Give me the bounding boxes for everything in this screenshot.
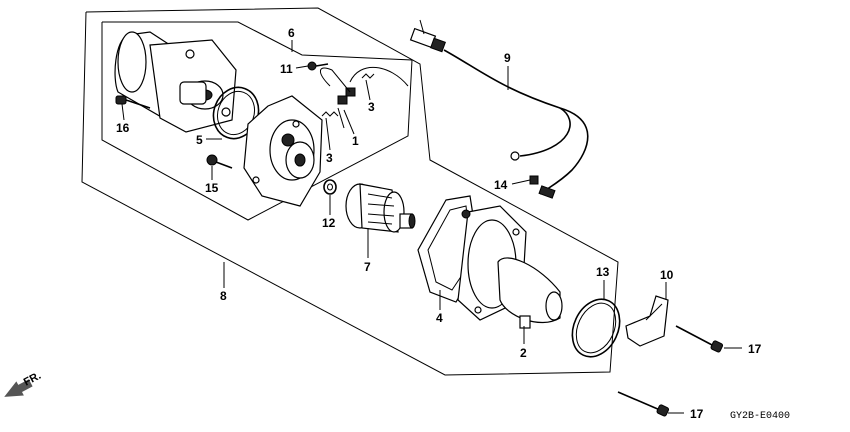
washer-12 xyxy=(323,179,337,195)
callout-17a: 17 xyxy=(748,342,762,356)
subassembly-outline-6 xyxy=(101,21,413,221)
callout-12: 12 xyxy=(322,216,336,230)
leader-lines xyxy=(121,40,742,414)
bolt-17-upper xyxy=(675,325,724,353)
callout-4: 4 xyxy=(436,311,443,325)
callout-5: 5 xyxy=(196,133,203,147)
callout-8: 8 xyxy=(220,289,227,303)
callout-3a: 3 xyxy=(326,151,333,165)
screw-15 xyxy=(206,154,233,169)
callout-7: 7 xyxy=(364,260,371,274)
callout-14: 14 xyxy=(494,178,508,192)
callout-13: 13 xyxy=(596,265,610,279)
bolt-17-lower xyxy=(617,391,670,417)
pinion-housing-2 xyxy=(497,257,563,329)
front-cover xyxy=(243,95,323,207)
callout-10: 10 xyxy=(660,268,674,282)
diagram-code: GY2B-E0400 xyxy=(730,411,790,422)
callout-16: 16 xyxy=(116,121,130,135)
callout-3b: 3 xyxy=(368,100,375,114)
callout-9: 9 xyxy=(504,51,511,65)
brush-set-3 xyxy=(320,67,409,129)
assembly-outline-8 xyxy=(81,7,619,376)
o-ring-13 xyxy=(571,298,621,358)
callout-1: 1 xyxy=(352,134,359,148)
starter-cable-9 xyxy=(409,19,589,199)
callout-15: 15 xyxy=(205,181,219,195)
front-direction-label: FR. xyxy=(22,370,43,389)
callout-17b: 17 xyxy=(690,407,704,421)
bolt-16 xyxy=(115,95,151,109)
callout-2: 2 xyxy=(520,346,527,360)
bracket-10 xyxy=(625,295,669,347)
starter-clutch-7 xyxy=(345,183,416,233)
front-direction-arrow-icon xyxy=(4,379,33,397)
callout-11: 11 xyxy=(280,62,293,76)
callout-6: 6 xyxy=(288,26,295,40)
nut-14 xyxy=(529,175,539,185)
screw-11 xyxy=(307,61,329,71)
motor-case xyxy=(114,31,237,133)
